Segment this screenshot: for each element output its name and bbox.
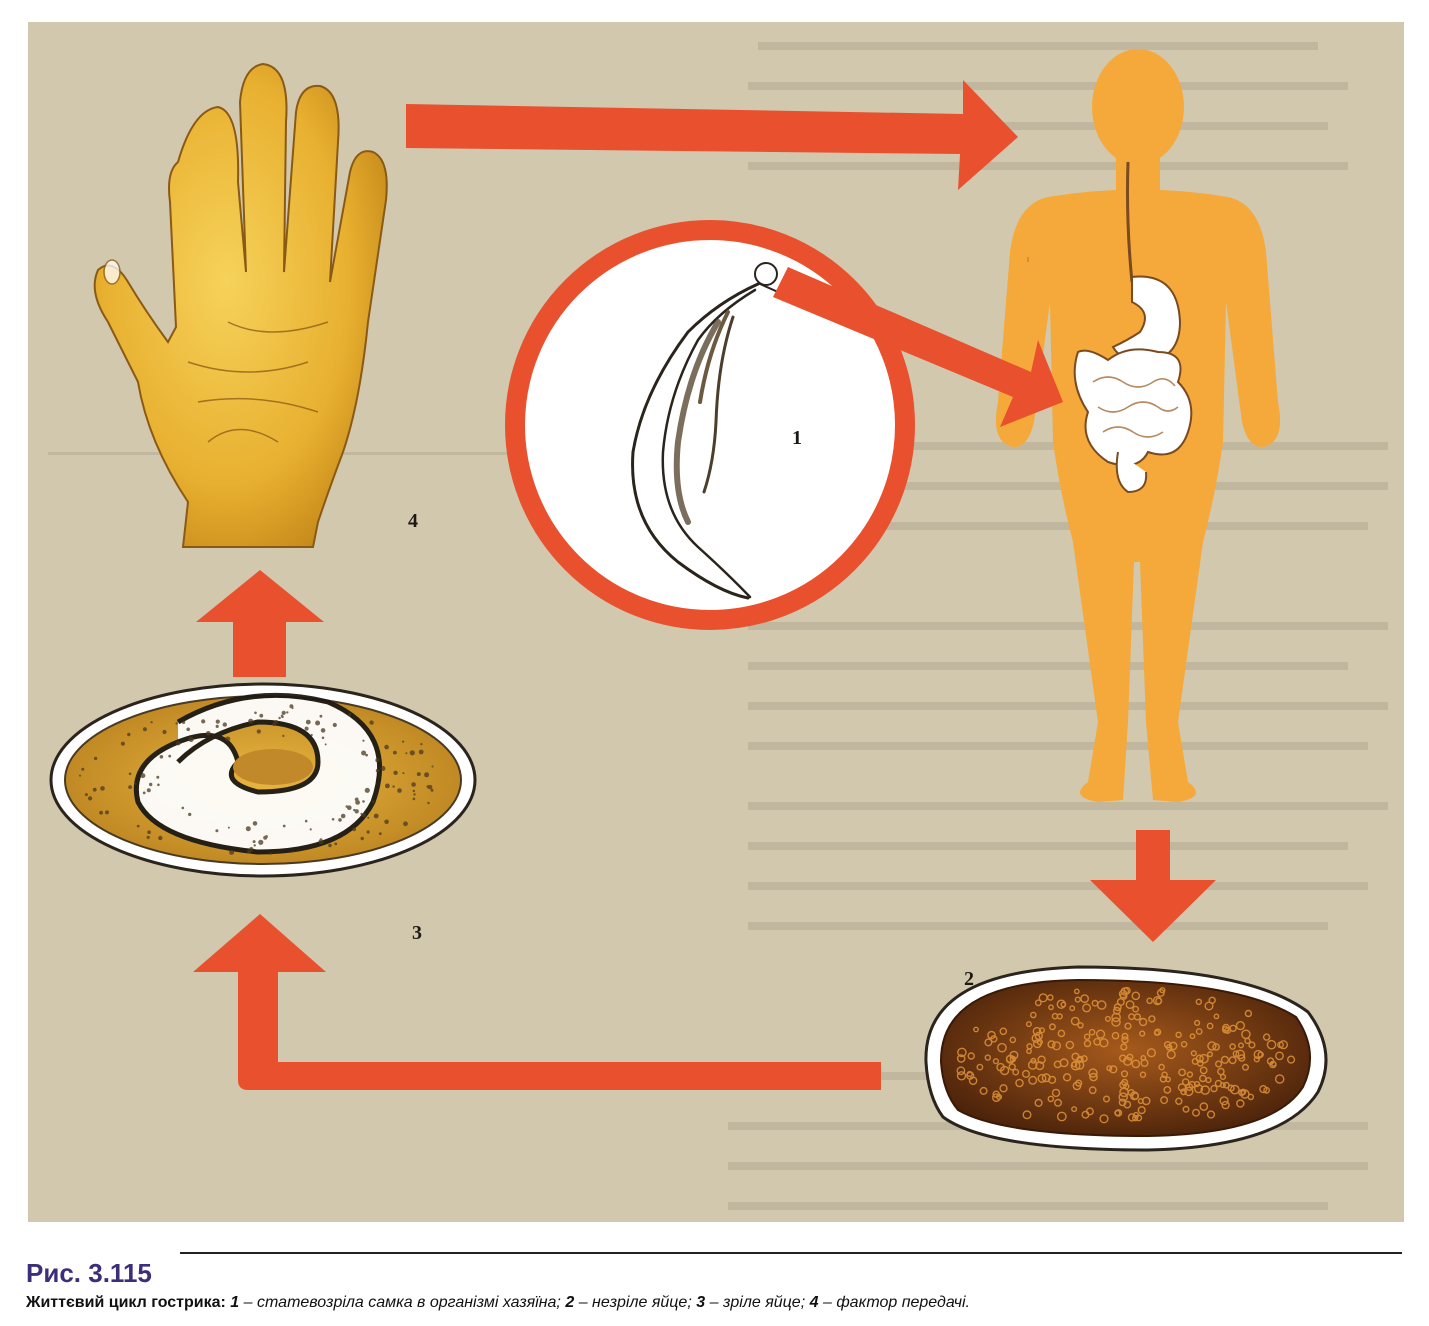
arrow-body-to-egg [1090, 830, 1216, 942]
arrow-hand-to-body [406, 80, 1018, 190]
label-mature-egg: 3 [412, 922, 422, 944]
label-immature-egg: 2 [964, 968, 974, 990]
label-transmission: 4 [408, 510, 418, 532]
figure-number: Рис. 3.115 [26, 1258, 152, 1288]
arrow-egg2-to-egg3 [193, 914, 881, 1090]
caption-key-4: 4 [809, 1294, 819, 1311]
lifecycle-diagram: 1 2 3 4 [28, 22, 1404, 1222]
immature-egg-icon [924, 965, 1328, 1152]
caption-key-2: 2 [565, 1294, 575, 1311]
caption-divider [180, 1252, 1402, 1254]
caption-title: Життєвий цикл гострика: [26, 1294, 226, 1311]
caption-text-4: фактор передачі. [836, 1294, 970, 1311]
mature-egg-icon [49, 682, 477, 878]
figure-caption: Життєвий цикл гострика: 1 – статевозріла… [26, 1294, 970, 1311]
arrow-egg-to-hand [196, 570, 324, 677]
hand-icon [93, 62, 388, 548]
caption-key-3: 3 [696, 1294, 706, 1311]
label-female: 1 [792, 427, 802, 449]
diagram-canvas [48, 42, 1388, 1210]
arrow-circle-to-body [773, 267, 1063, 427]
caption-key-1: 1 [230, 1294, 240, 1311]
caption-text-3: зріле яйце; [722, 1294, 806, 1311]
human-body-icon [995, 49, 1281, 802]
caption-text-1: статевозріла самка в організмі хазяїна; [257, 1294, 561, 1311]
pinworm-inset [505, 220, 1063, 630]
pinworm-icon [631, 262, 779, 600]
caption-text-2: незріле яйце; [592, 1294, 692, 1311]
